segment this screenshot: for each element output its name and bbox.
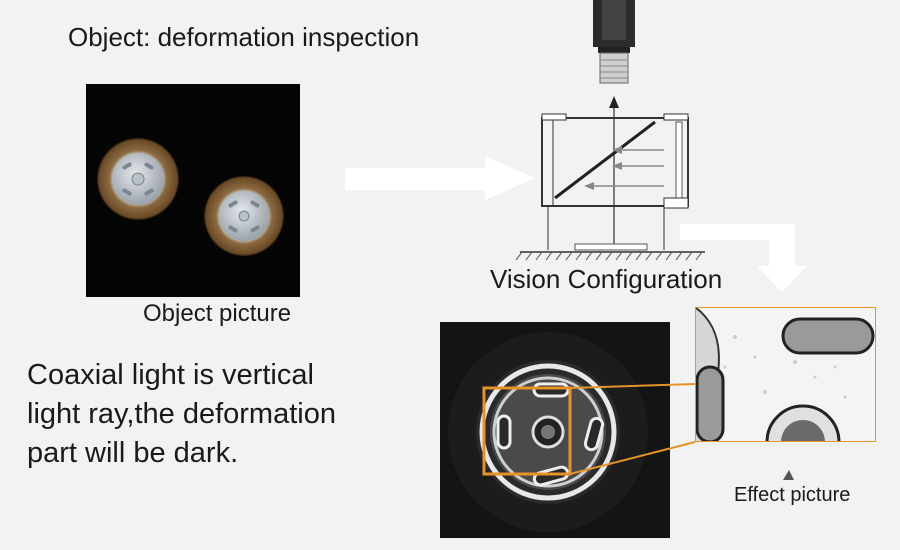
effect-caption: Effect picture bbox=[734, 484, 851, 506]
camera-icon bbox=[593, 0, 635, 84]
description-line: light ray,the deformation bbox=[27, 398, 336, 430]
description: Coaxial light is vertical light ray,the … bbox=[27, 356, 387, 473]
object-picture bbox=[86, 84, 300, 297]
highlight-box bbox=[482, 386, 572, 476]
arrow-up-icon bbox=[609, 96, 619, 250]
stage-icon bbox=[515, 243, 705, 261]
page-title: Object: deformation inspection bbox=[68, 22, 420, 52]
description-line: Coaxial light is vertical bbox=[27, 359, 314, 391]
cap-left bbox=[97, 138, 179, 220]
object-caption: Object picture bbox=[143, 300, 292, 327]
description-line: part will be dark. bbox=[27, 437, 239, 469]
arrow-right-icon bbox=[345, 156, 535, 200]
coaxial-light-icon bbox=[541, 113, 689, 250]
result-picture bbox=[440, 322, 670, 538]
triangle-marker-icon bbox=[783, 470, 794, 480]
zoomed-detail-picture bbox=[695, 307, 876, 442]
cap-right bbox=[204, 176, 284, 256]
vision-configuration-diagram bbox=[345, 0, 705, 261]
config-caption: Vision Configuration bbox=[490, 264, 723, 294]
